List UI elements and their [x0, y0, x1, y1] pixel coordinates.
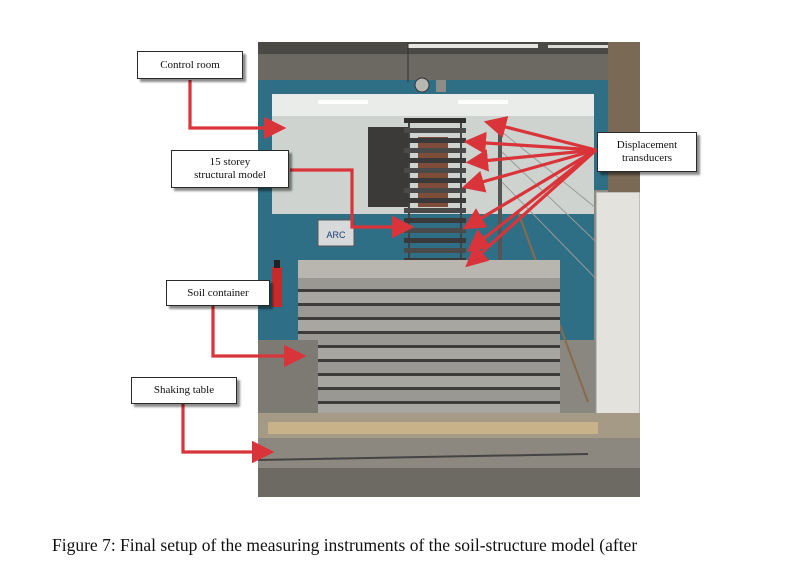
- label-shaking-table-text: Shaking table: [153, 384, 215, 396]
- label-displacement-transducers: Displacement transducers: [597, 132, 697, 172]
- arc-sign: ARC: [326, 230, 346, 240]
- label-control-room-text: Control room: [160, 58, 220, 71]
- label-displacement-line1: Displacement: [616, 139, 678, 151]
- structural-model: [404, 118, 466, 268]
- label-structural-model-line1: 15 storey: [209, 156, 251, 168]
- figure-caption: Figure 7: Final setup of the measuring i…: [52, 535, 638, 555]
- label-soil-container: Soil container: [166, 280, 270, 306]
- soil-container-photo: [298, 260, 560, 413]
- label-displacement-line2: transducers: [621, 152, 673, 164]
- label-shaking-table: Shaking table: [131, 377, 237, 404]
- arrow-shaking-table: [181, 404, 275, 464]
- label-soil-container-text: Soil container: [187, 286, 249, 299]
- photo-illustration: ARC: [258, 42, 640, 497]
- label-structural-model-line2: structural model: [194, 169, 266, 181]
- setup-photograph: ARC: [258, 42, 640, 497]
- label-control-room: Control room: [137, 51, 243, 79]
- label-structural-model: 15 storey structural model: [171, 150, 289, 188]
